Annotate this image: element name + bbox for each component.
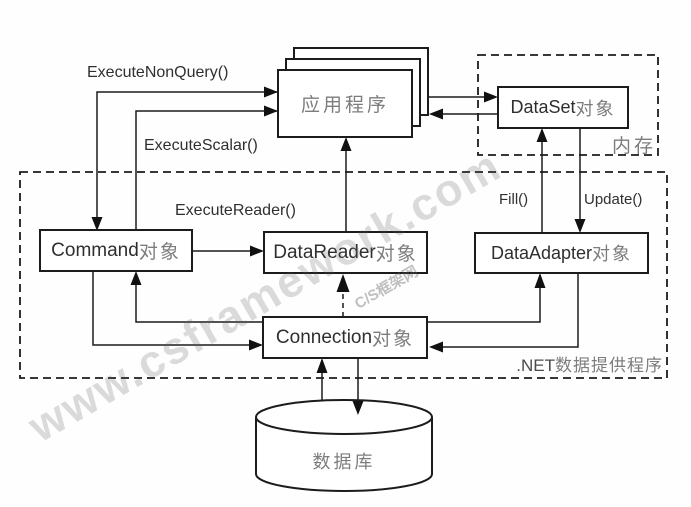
arrowhead-right-into-application-2 xyxy=(264,105,278,117)
arrowhead-right-into-application-1 xyxy=(264,86,278,98)
arrowhead-right-into-datareader xyxy=(250,245,264,257)
dataadapter-box xyxy=(474,232,649,274)
application-label-text: 应用程序 xyxy=(300,95,389,116)
execute-non-query-label: ExecuteNonQuery() xyxy=(87,64,229,81)
database-cylinder-top xyxy=(255,399,433,435)
database-label: 数据库 xyxy=(312,452,376,472)
memory-region-border xyxy=(477,54,659,156)
arrowhead-down-into-command xyxy=(91,217,103,231)
connection-box xyxy=(262,316,428,359)
provider-region-border xyxy=(19,171,668,379)
arrowhead-left-into-application xyxy=(429,108,443,120)
arrowhead-up-into-dataset xyxy=(536,128,548,142)
provider-region-label: .NET数据提供程序 xyxy=(516,356,663,375)
arrowhead-right-into-dataset xyxy=(484,91,498,103)
arrowhead-up-into-application xyxy=(340,137,352,151)
arrowhead-up-into-dataadapter xyxy=(534,273,546,288)
arrowhead-up-into-connection xyxy=(316,358,328,373)
arrowhead-down-into-database xyxy=(352,401,364,415)
arrowhead-up-into-command xyxy=(130,271,142,285)
arrow-execute-non-query xyxy=(96,91,278,228)
application-label: 应用程序 xyxy=(278,70,412,137)
solid-boxes xyxy=(39,47,649,359)
arrowhead-down-into-dataadapter xyxy=(574,219,586,233)
database-cylinder-body xyxy=(255,417,433,492)
update-label: Update() xyxy=(584,191,643,208)
connector-lines xyxy=(92,91,581,403)
arrow-execute-scalar xyxy=(135,110,278,231)
arrowhead-right-into-connection xyxy=(249,339,263,351)
arrow-command-to-connection xyxy=(92,271,251,346)
execute-reader-label: ExecuteReader() xyxy=(175,202,296,219)
arrow-connection-to-dataadapter xyxy=(428,275,541,323)
arrowhead-up-into-datareader xyxy=(336,274,350,292)
arrowheads xyxy=(91,86,586,415)
fill-label: Fill() xyxy=(499,191,529,208)
datareader-box xyxy=(263,231,428,274)
arrow-dataadapter-to-connection xyxy=(431,273,579,348)
application-box xyxy=(277,69,413,138)
memory-region-label: 内存 xyxy=(612,136,657,157)
arrow-connection-to-command xyxy=(135,273,264,323)
dataset-box xyxy=(497,86,629,129)
arrowhead-left-into-connection xyxy=(429,341,443,353)
execute-scalar-label: ExecuteScalar() xyxy=(144,137,258,154)
command-box xyxy=(39,229,193,272)
